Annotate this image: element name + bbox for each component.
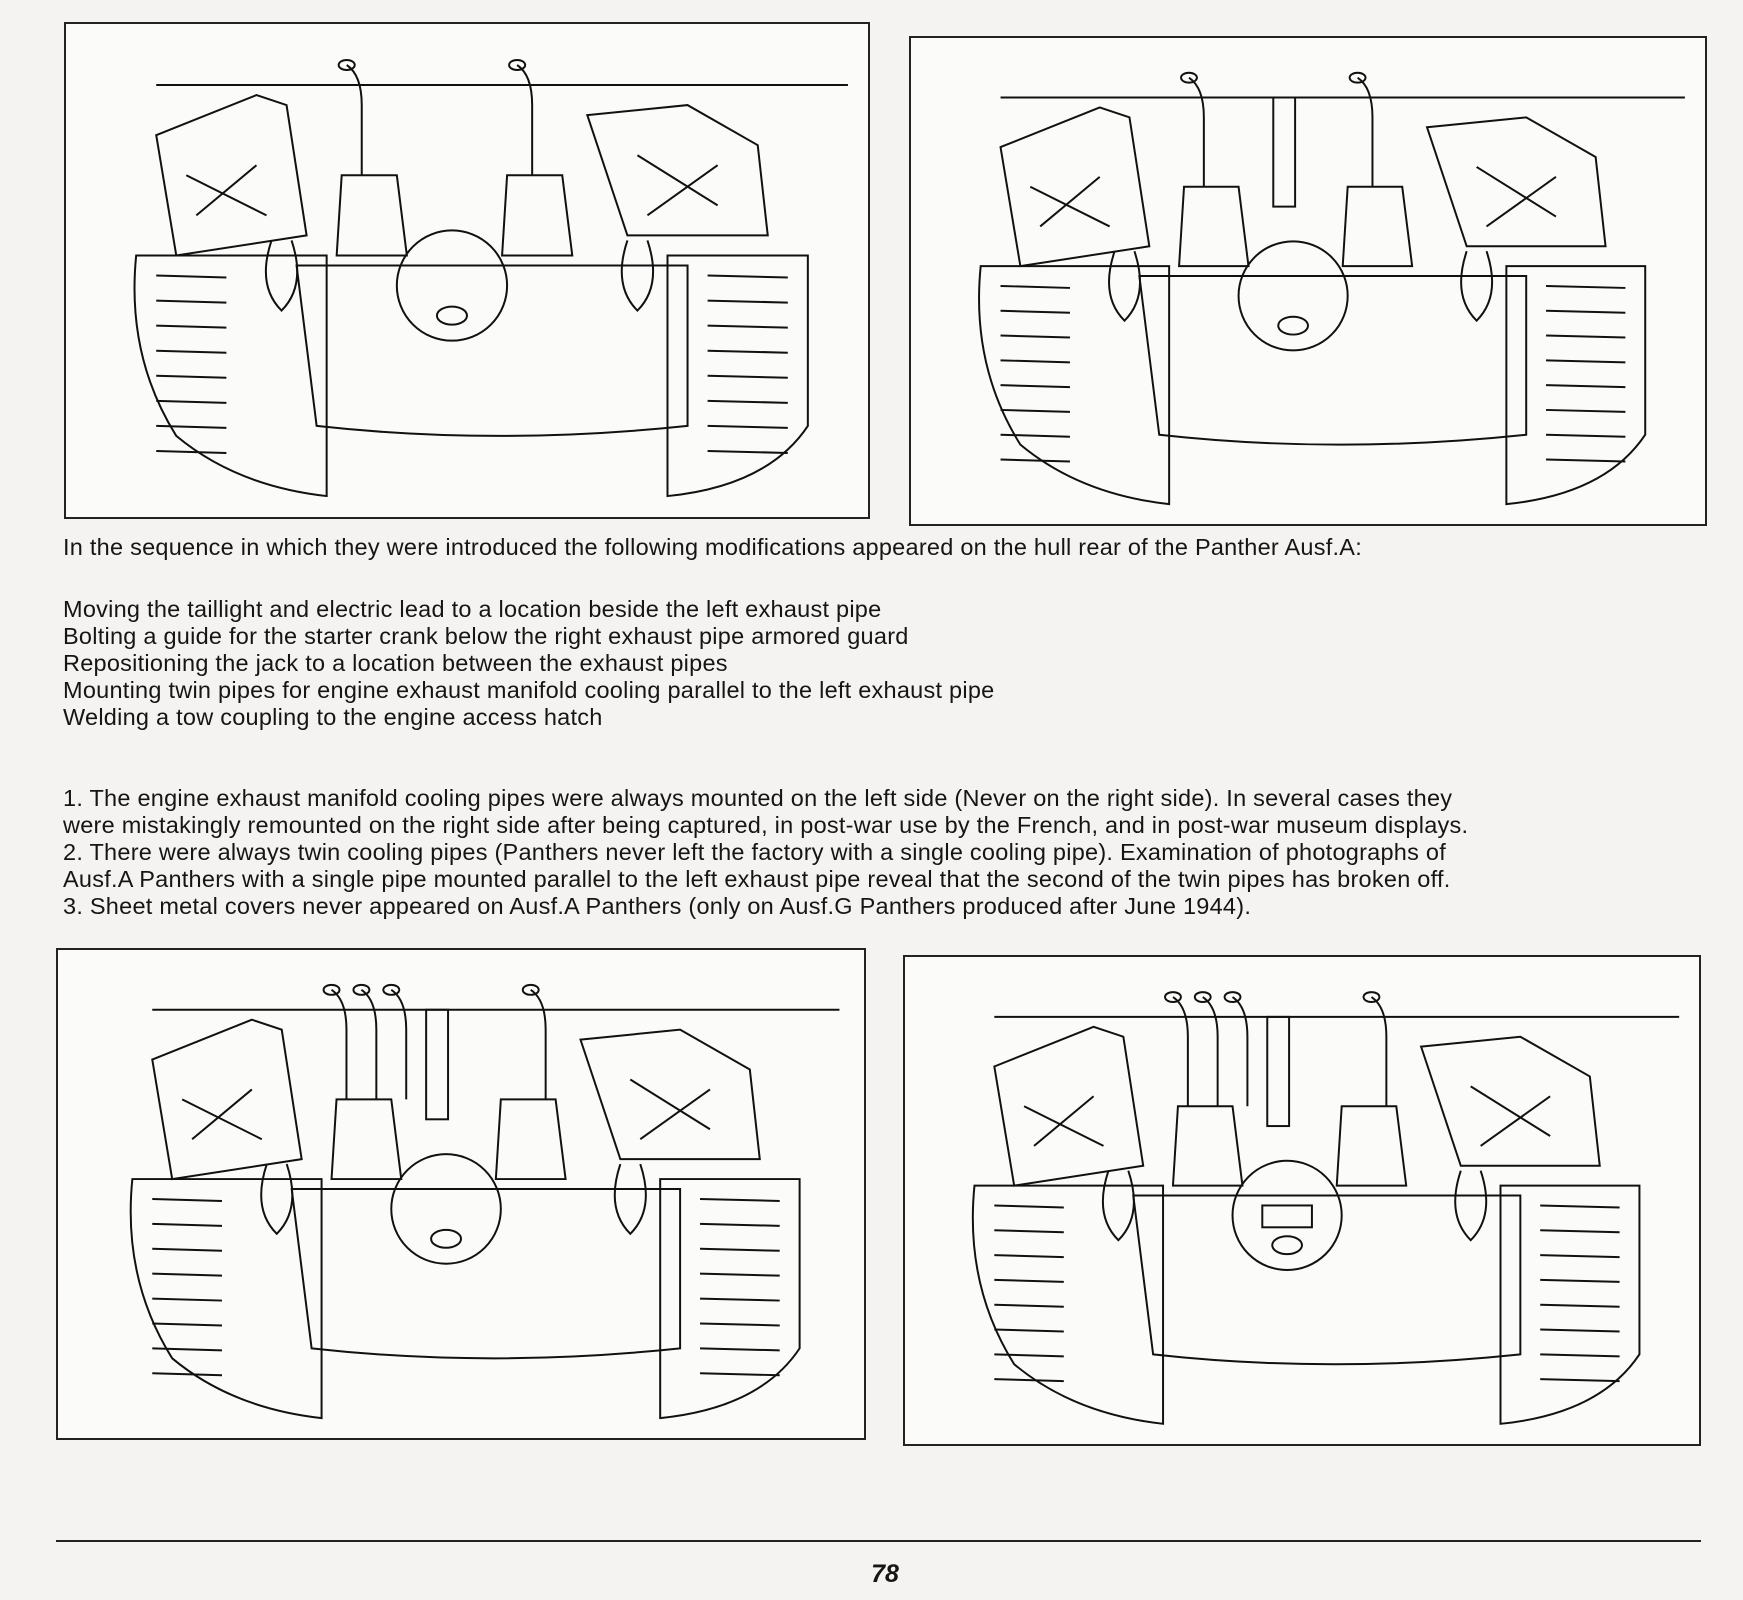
left-stowage-box <box>993 1025 1145 1187</box>
exhaust-pipe <box>516 64 534 176</box>
exhaust-guard <box>1178 185 1250 268</box>
note-line: 2. There were always twin cooling pipes … <box>63 839 1447 865</box>
note-line: 1. The engine exhaust manifold cooling p… <box>63 785 1453 811</box>
page-number: 78 <box>871 1560 899 1588</box>
right-stowage-box <box>579 1028 761 1161</box>
exhaust-pipe <box>1370 996 1388 1107</box>
modification-item: Repositioning the jack to a location bet… <box>63 650 728 676</box>
left-track <box>133 254 328 498</box>
left-track <box>978 265 1171 506</box>
right-stowage-box <box>1419 1035 1601 1167</box>
modifications-list: Moving the taillight and electric lead t… <box>63 596 995 731</box>
modification-item: Moving the taillight and electric lead t… <box>63 596 882 622</box>
exhaust-pipe <box>1231 996 1249 1107</box>
engine-access-hatch <box>390 1153 502 1265</box>
exhaust-guard <box>1171 1105 1244 1187</box>
engine-access-hatch <box>395 229 509 342</box>
illustration-hull-rear-jack-between-pipes <box>909 36 1707 526</box>
exhaust-guard <box>335 174 408 257</box>
note-line: Ausf.A Panthers with a single pipe mount… <box>63 866 1451 892</box>
left-stowage-box <box>151 1018 303 1181</box>
intro-paragraph: In the sequence in which they were intro… <box>63 534 1362 560</box>
exhaust-pipe <box>1188 76 1205 187</box>
modification-item: Welding a tow coupling to the engine acc… <box>63 704 603 730</box>
hull-plate <box>1132 1194 1522 1366</box>
exhaust-guard <box>330 1098 403 1181</box>
notes-list: 1. The engine exhaust manifold cooling p… <box>63 785 1468 920</box>
exhaust-pipe <box>1202 996 1219 1107</box>
engine-access-hatch <box>1231 1159 1343 1271</box>
right-track <box>666 254 809 498</box>
tow-shackle <box>264 240 299 313</box>
modification-item: Bolting a guide for the starter crank be… <box>63 623 909 649</box>
jack <box>1272 96 1297 208</box>
jack <box>1266 1015 1291 1128</box>
tow-coupling <box>1261 1204 1313 1229</box>
exhaust-pipe <box>360 989 378 1100</box>
right-stowage-box <box>585 104 769 237</box>
illustration-hull-rear-early <box>64 22 870 519</box>
left-stowage-box <box>999 106 1151 268</box>
right-track <box>1499 1184 1641 1425</box>
engine-access-hatch <box>1237 240 1349 352</box>
tow-shackle <box>1108 250 1141 323</box>
illustration-hull-rear-twin-cooling-pipes <box>56 948 866 1440</box>
hull-plate <box>1138 275 1528 446</box>
modification-item: Mounting twin pipes for engine exhaust m… <box>63 677 995 703</box>
exhaust-pipe <box>330 989 348 1100</box>
left-track <box>971 1184 1165 1425</box>
note-line: were mistakingly remounted on the right … <box>63 812 1469 838</box>
jack <box>425 1008 450 1121</box>
tow-shackle <box>1101 1170 1135 1242</box>
exhaust-pipe <box>390 989 408 1100</box>
right-stowage-box <box>1425 116 1607 248</box>
left-stowage-box <box>155 93 308 257</box>
hull-plate <box>290 1188 682 1360</box>
tow-shackle <box>260 1163 294 1236</box>
right-track <box>659 1178 801 1420</box>
left-track <box>129 1178 323 1420</box>
exhaust-pipe <box>1172 996 1189 1107</box>
exhaust-pipe <box>530 989 547 1100</box>
note-line: 3. Sheet metal covers never appeared on … <box>63 893 1252 919</box>
exhaust-pipe <box>346 64 363 176</box>
footer-rule <box>56 1540 1701 1542</box>
right-track <box>1505 265 1647 506</box>
hull-plate <box>295 264 689 437</box>
exhaust-pipe <box>1357 76 1374 187</box>
illustration-hull-rear-tow-coupling <box>903 955 1701 1446</box>
